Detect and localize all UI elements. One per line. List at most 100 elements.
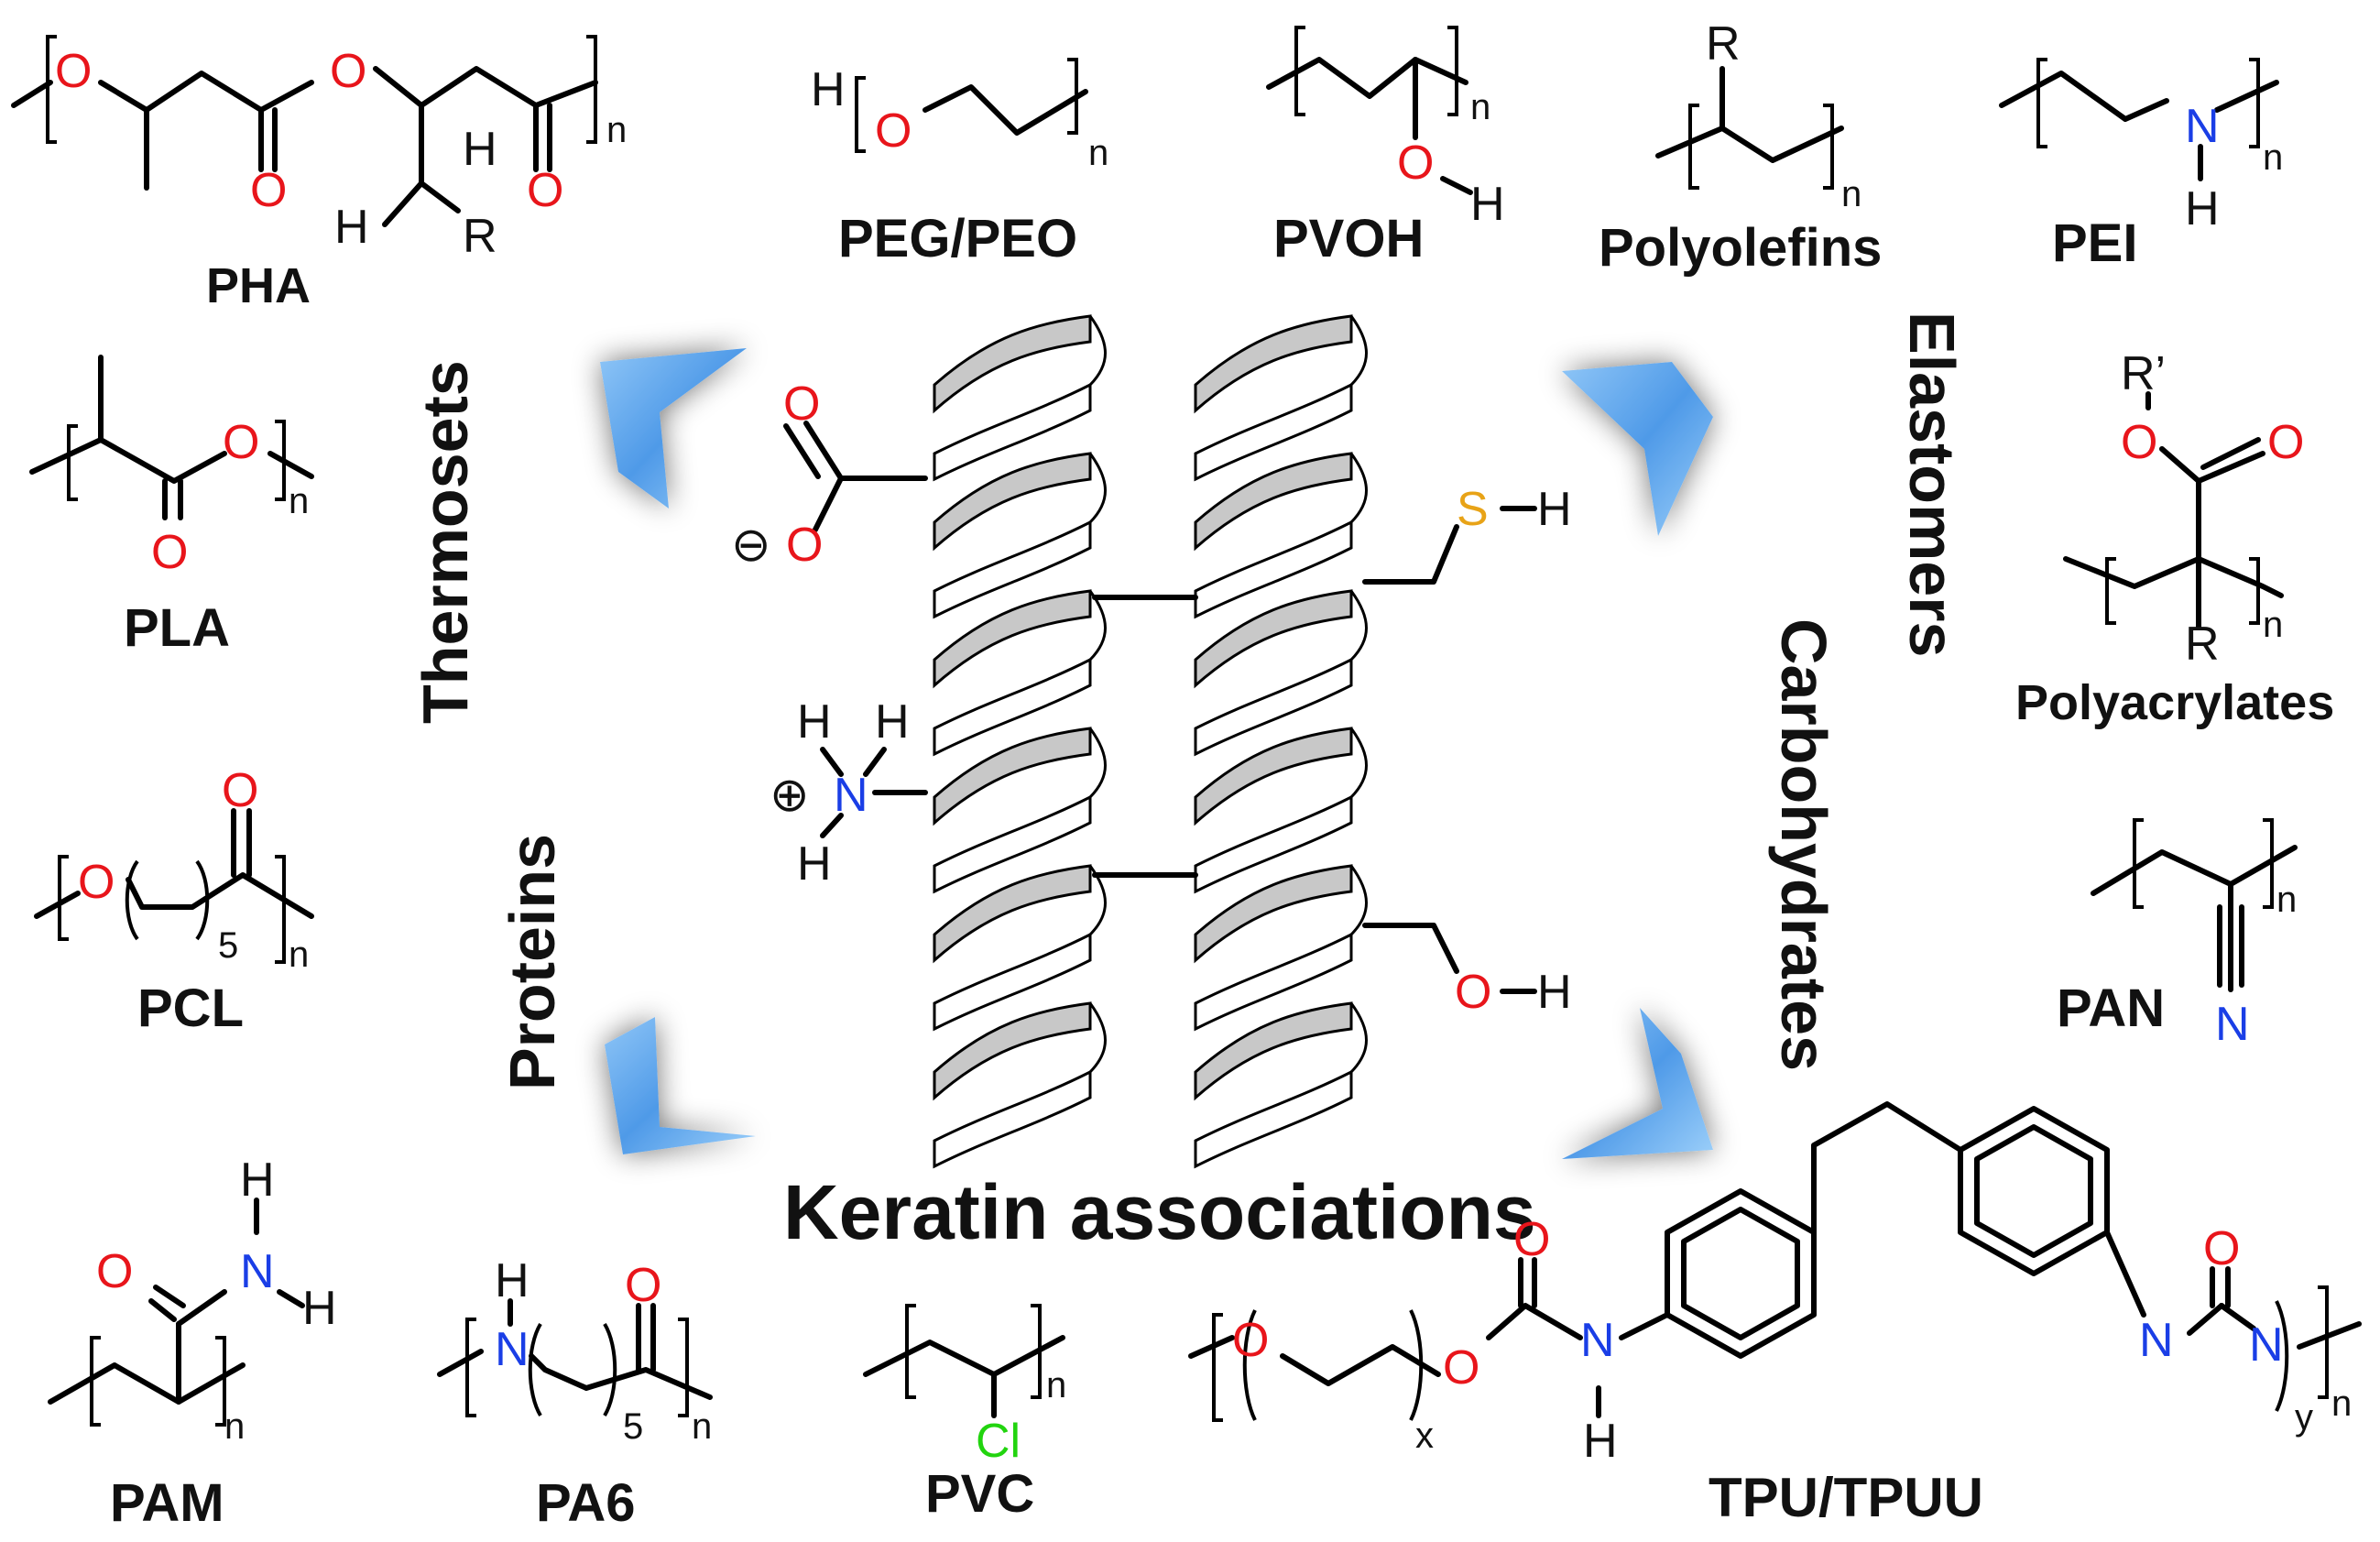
tpu-n1: N — [1580, 1314, 1615, 1367]
pei-n: N — [2185, 100, 2220, 153]
pha-o4: O — [527, 164, 563, 217]
left-helix-edge — [1088, 1002, 1107, 1074]
left-helix-back-strand — [933, 1001, 1092, 1101]
pvc-n: n — [1046, 1365, 1066, 1405]
label-pei: PEI — [2052, 213, 2138, 273]
pa6-n-atom: N — [495, 1323, 529, 1376]
keratin-double-helix — [933, 314, 1368, 1169]
right-helix-front-strand — [1194, 657, 1353, 757]
pa6-o: O — [625, 1259, 661, 1312]
pei-sub-n: n — [2263, 137, 2283, 178]
tpu-n: n — [2331, 1383, 2352, 1424]
tpu-o1: O — [1232, 1314, 1269, 1367]
right-helix-front-strand — [1194, 382, 1353, 482]
right-helix-back-strand — [1194, 727, 1353, 826]
polyacrylate-o2: O — [2267, 416, 2304, 469]
pha-n: n — [606, 110, 627, 150]
left-helix-back-strand — [933, 589, 1092, 689]
pha-o3: O — [250, 164, 287, 217]
tpu-o3: O — [1513, 1213, 1550, 1266]
right-helix-edge — [1349, 865, 1368, 936]
tpu-n2: N — [2139, 1314, 2174, 1367]
left-helix-back-strand — [933, 314, 1092, 414]
ammonium-h1: H — [797, 695, 832, 749]
category-elastomers: Elastomers — [1896, 312, 1968, 657]
helix-crosslinks — [1092, 595, 1198, 878]
label-peg: PEG/PEO — [838, 209, 1077, 268]
hydroxyl-h: H — [1537, 966, 1572, 1019]
pa6-five: 5 — [623, 1406, 643, 1447]
label-polyolefins: Polyolefins — [1599, 218, 1882, 278]
structure-polyolefins: R n Polyolefins — [1599, 17, 1882, 278]
pha-o2: O — [330, 45, 366, 98]
structure-peg: H O n PEG/PEO — [811, 58, 1108, 268]
ammonium-h2: H — [875, 695, 910, 749]
right-helix-edge — [1349, 315, 1368, 387]
carboxyl-oxygen-single: O — [786, 519, 823, 572]
carboxyl-oxygen-double: O — [783, 377, 820, 431]
sulfur-atom: S — [1457, 483, 1489, 536]
label-pa6: PA6 — [536, 1473, 636, 1533]
structure-pha: O O O O H H R n PHA — [11, 35, 627, 313]
right-helix-front-strand — [1194, 1069, 1353, 1169]
label-pha: PHA — [206, 258, 311, 313]
label-tpu: TPU/TPUU — [1709, 1467, 1983, 1528]
pam-n: n — [224, 1406, 245, 1447]
structure-pan: N n PAN — [2057, 818, 2298, 1051]
label-pvoh: PVOH — [1273, 209, 1424, 268]
pha-r: R — [463, 210, 497, 263]
pcl-n: n — [289, 935, 309, 975]
tpu-h: H — [1583, 1415, 1618, 1468]
pvc-cl: Cl — [976, 1415, 1021, 1468]
ammonium-group: N H H H ⊕ — [770, 695, 928, 891]
pha-o1: O — [55, 45, 92, 98]
left-helix-front-strand — [933, 1069, 1092, 1169]
right-helix-edge — [1349, 453, 1368, 524]
pan-n: n — [2276, 880, 2297, 920]
structure-pcl: O O 5 n PCL — [34, 764, 314, 1038]
chevron-bottom-left-icon — [605, 1017, 756, 1154]
thiol-group: S H — [1362, 483, 1572, 585]
structure-pa6: H N O 5 n PA6 — [437, 1254, 713, 1533]
structure-pei: N H n PEI — [1999, 58, 2283, 273]
right-helix-back-strand — [1194, 1001, 1353, 1101]
ammonium-h3: H — [797, 837, 832, 891]
left-helix-front-strand — [933, 932, 1092, 1032]
label-pvc: PVC — [925, 1464, 1034, 1524]
label-pam: PAM — [110, 1473, 224, 1533]
right-helix-back-strand — [1194, 452, 1353, 552]
category-proteins: Proteins — [497, 834, 568, 1090]
chevron-icons — [600, 348, 1713, 1159]
tpu-o4: O — [2203, 1222, 2240, 1275]
peg-h: H — [811, 63, 846, 116]
structure-pvoh: O H n PVOH — [1266, 26, 1505, 268]
pvoh-h: H — [1470, 178, 1505, 231]
pha-h1: H — [463, 123, 497, 176]
pam-n-atom: N — [240, 1245, 275, 1298]
label-polyacrylates: Polyacrylates — [2015, 675, 2334, 730]
pvoh-n: n — [1470, 87, 1490, 127]
polyacrylate-o1: O — [2121, 416, 2157, 469]
pam-o: O — [96, 1245, 133, 1298]
chevron-bottom-right-icon — [1562, 1008, 1713, 1159]
peg-n: n — [1088, 133, 1108, 173]
left-helix-back-strand — [933, 727, 1092, 826]
left-helix-back-strand — [933, 864, 1092, 964]
right-helix-front-strand — [1194, 519, 1353, 619]
polyacrylate-rprime: R’ — [2121, 347, 2166, 400]
carboxylate-group: O O ⊖ — [731, 377, 928, 572]
left-helix-back-strand — [933, 452, 1092, 552]
label-pcl: PCL — [137, 979, 244, 1038]
left-helix-edge — [1088, 590, 1107, 662]
category-thermosets: Thermosets — [409, 360, 481, 724]
pam-h2: H — [302, 1282, 337, 1335]
right-helix-edge — [1349, 590, 1368, 662]
polyolefin-n: n — [1841, 174, 1861, 214]
pan-n-atom: N — [2215, 998, 2250, 1051]
chevron-top-right-icon — [1562, 362, 1713, 536]
polyacrylate-r: R — [2185, 618, 2220, 671]
left-helix-front-strand — [933, 657, 1092, 757]
tpu-o2: O — [1443, 1341, 1479, 1394]
center-title: Keratin associations — [783, 1169, 1536, 1255]
